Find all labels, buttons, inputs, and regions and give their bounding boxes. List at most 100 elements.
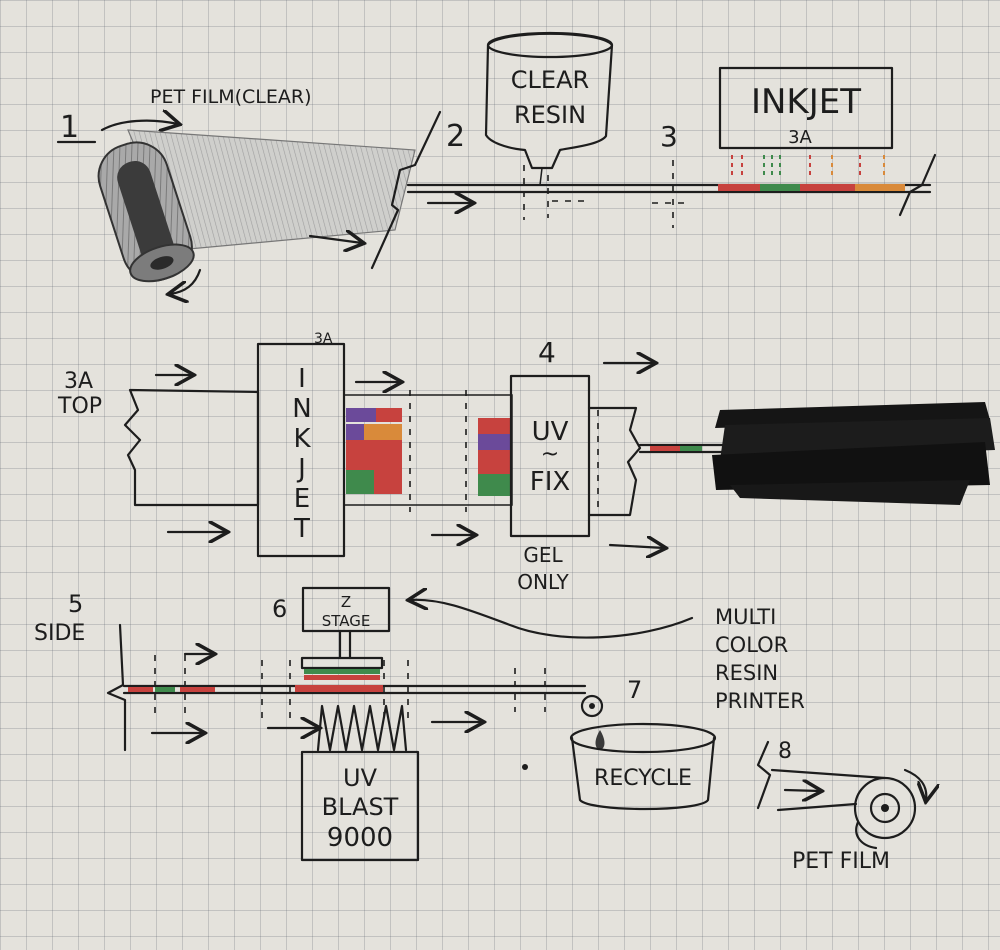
stage-8-pet-film-rewind: 8 PET FILM	[756, 739, 926, 874]
stage-2-clear-resin: 2 CLEAR RESIN	[446, 31, 614, 220]
clear-resin-label-1: CLEAR	[511, 66, 589, 94]
rewind-rotation-arrow-1	[903, 768, 926, 800]
rewind-roll-inner	[869, 792, 901, 824]
bucket-rim	[569, 722, 717, 754]
printer-callout: MULTI COLOR RESIN PRINTER	[410, 600, 805, 713]
scribbled-out-area	[712, 402, 995, 505]
stage-1-pet-film-roll: 1 PET FILM(CLEAR)	[56, 86, 442, 294]
rewind-roll-core	[881, 804, 889, 812]
edge-color-green	[680, 446, 702, 451]
film-roll	[97, 141, 195, 283]
stage-3a-label-1: 3A	[64, 369, 93, 394]
ink-layer-orange	[855, 184, 905, 191]
build-layer-red	[304, 675, 380, 680]
stage-3-inkjet: 3 INKJET 3A	[660, 66, 937, 228]
ink-layer-red-2	[800, 184, 855, 191]
film-unprinted	[123, 388, 260, 507]
printer-label-2: COLOR	[715, 633, 788, 657]
gel-only-note-1: GEL	[523, 543, 563, 567]
stage-2-number: 2	[446, 119, 465, 154]
side-layer-red-2	[180, 687, 215, 692]
stage-7-recycle: 7 RECYCLE	[522, 676, 717, 811]
stage-5-number: 5	[68, 590, 83, 618]
stage-1-label: PET FILM(CLEAR)	[150, 86, 312, 108]
printed-pattern-2	[478, 418, 510, 496]
edge-color-red	[650, 446, 680, 451]
stage-5-label: SIDE	[34, 621, 85, 646]
inkjet-label-row1: INKJET	[751, 82, 861, 122]
stage-5-side-view: 5 SIDE	[34, 590, 587, 752]
tank-rim	[486, 31, 614, 59]
stage-4-number: 4	[538, 336, 556, 369]
uv-fix-box	[509, 374, 591, 538]
clear-resin-label-2: RESIN	[514, 101, 586, 129]
inkjet-vertical-label: I N K J E T	[292, 364, 311, 544]
uv-blast-label-1: UV	[343, 764, 378, 792]
ink-layer-red-1	[718, 184, 760, 191]
uv-fix-label-1: UV	[532, 417, 569, 447]
inkjet-char-6: T	[293, 514, 310, 544]
stage-3-number: 3	[660, 120, 678, 153]
inkjet-char-5: E	[294, 484, 310, 514]
stage-7-number: 7	[627, 676, 642, 704]
uv-glow-marks	[316, 704, 408, 752]
side-layer-red-3	[295, 685, 383, 692]
stage-4-uv-fix: 4 UV ~ FIX GEL ONLY	[509, 336, 995, 594]
row2-arrow-6	[608, 545, 664, 548]
build-plate	[300, 656, 384, 670]
side-layer-red-1	[128, 687, 153, 692]
inkjet-char-2: N	[292, 394, 311, 424]
take-up-roller	[580, 694, 604, 718]
rewind-film-bottom	[776, 802, 858, 812]
break-mark-4	[756, 740, 772, 810]
film-cured	[587, 406, 642, 517]
stage-3a-label-2: TOP	[57, 394, 102, 419]
resin-drop	[595, 730, 605, 750]
uv-fix-label-3: FIX	[530, 467, 570, 497]
recycle-bucket	[570, 736, 716, 811]
inkjet-sublabel-3a: 3A	[788, 127, 812, 148]
inkjet-box-tag: 3A	[314, 331, 333, 347]
uv-blast-label-2: BLAST	[322, 793, 399, 821]
inkjet-char-4: J	[296, 454, 306, 484]
printer-label-1: MULTI	[715, 605, 776, 629]
build-layer-green	[304, 669, 380, 674]
pencil-dot	[522, 764, 528, 770]
gel-only-note-2: ONLY	[517, 570, 569, 594]
inkjet-char-1: I	[298, 364, 306, 394]
break-mark-1	[370, 110, 442, 270]
z-stage-label-2: STAGE	[322, 612, 371, 630]
stage-8-number: 8	[778, 739, 792, 764]
side-layer-green	[155, 687, 175, 692]
inkjet-char-3: K	[293, 424, 311, 454]
break-mark-2	[898, 153, 937, 217]
inkjet-box-row1	[718, 66, 894, 150]
uv-fix-label-2: ~	[541, 442, 559, 467]
z-stage-label-1: Z	[341, 593, 351, 611]
printer-callout-arrow	[410, 600, 694, 639]
ink-drops	[731, 155, 885, 178]
break-mark-3	[106, 623, 127, 752]
ink-layer-green	[760, 184, 800, 191]
stage-6-z-stage: 6 Z STAGE	[272, 586, 391, 680]
uv-blast-unit: UV BLAST 9000	[300, 704, 420, 862]
roll-arrow-top	[100, 121, 178, 130]
roll-arrow-bottom	[170, 268, 202, 294]
stage-8-label: PET FILM	[792, 849, 890, 874]
stage-3a-top-view: 3A TOP 3A I N K J E T	[57, 331, 513, 558]
stage-1-number: 1	[60, 110, 79, 145]
rewind-roll	[853, 776, 917, 840]
roller-axle	[589, 703, 595, 709]
printed-pattern-1	[346, 408, 402, 494]
uv-blast-label-3: 9000	[327, 823, 393, 853]
rewind-film-top	[770, 768, 887, 780]
resin-drip	[539, 167, 543, 186]
uv-blast-box	[300, 750, 420, 862]
film-flow-arrow	[308, 236, 362, 243]
stage-6-number: 6	[272, 595, 287, 623]
printer-label-3: RESIN	[715, 661, 778, 685]
z-stage-box	[301, 586, 391, 633]
rewind-rotation-arrow-2	[855, 820, 878, 850]
recycle-label: RECYCLE	[594, 766, 692, 791]
